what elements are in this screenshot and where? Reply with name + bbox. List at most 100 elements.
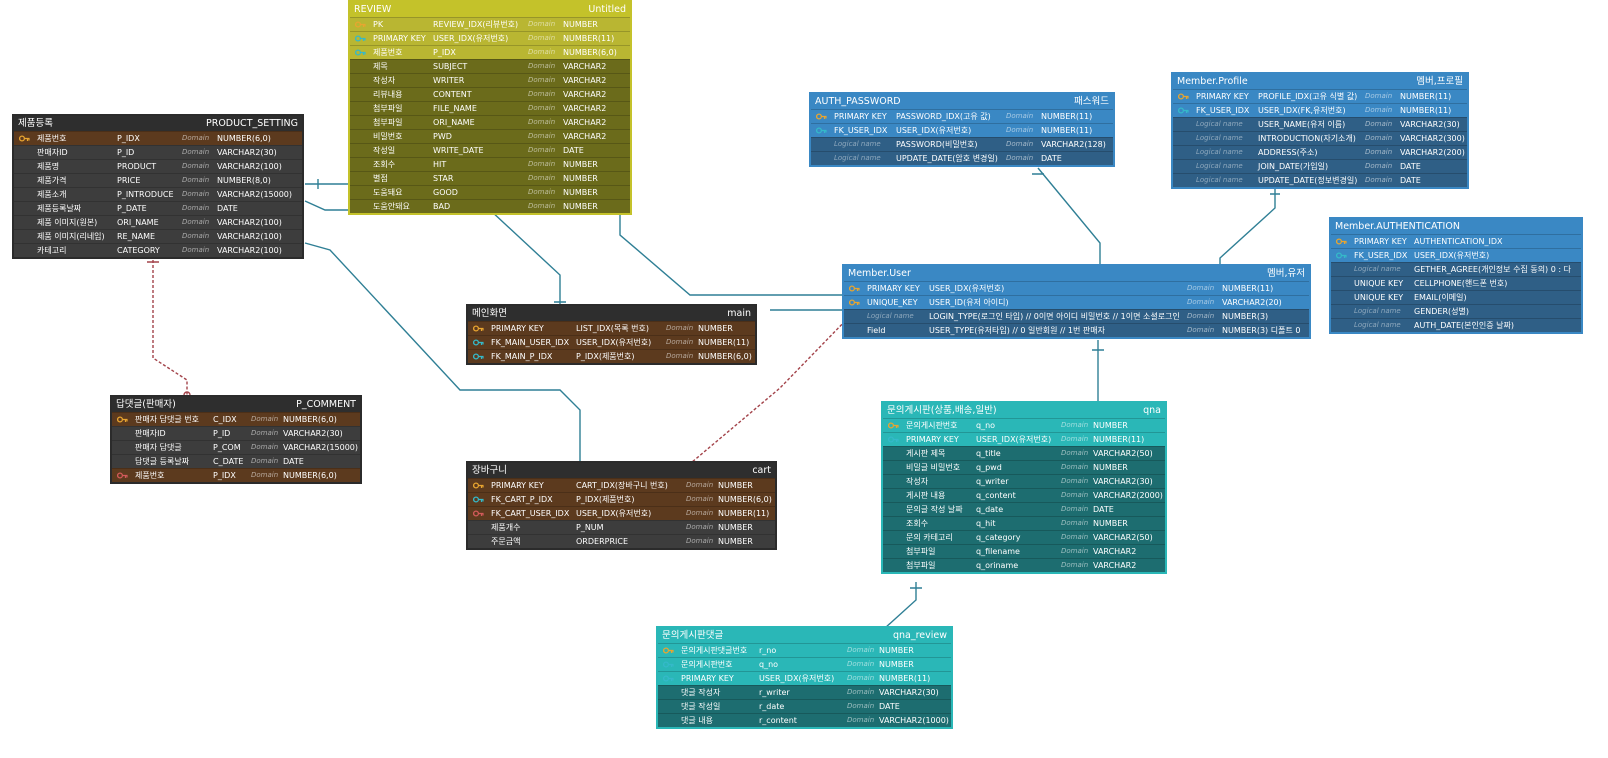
attribute-physical-name: RE_NAME <box>117 232 156 241</box>
entity-header[interactable]: Member.AUTHENTICATION <box>1331 219 1581 234</box>
entity-header[interactable]: 문의게시판(상품,배송,일반)qna <box>883 403 1165 418</box>
entity-header[interactable]: 답댓글(판매자)P_COMMENT <box>112 397 360 412</box>
attribute-logical-name: 리뷰내용 <box>373 90 403 99</box>
attribute-data-type: VARCHAR2(30) <box>283 429 343 438</box>
